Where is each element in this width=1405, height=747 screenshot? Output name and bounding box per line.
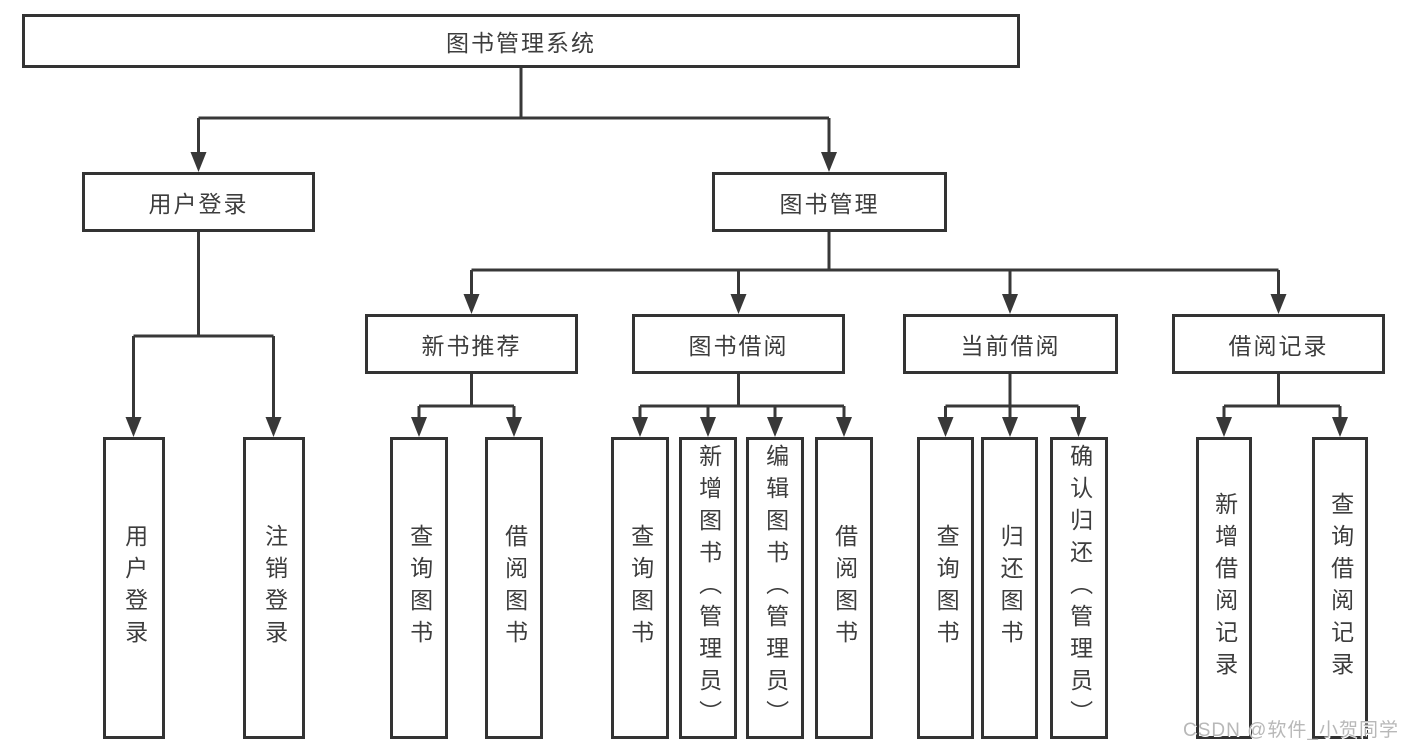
leaf-label: 借阅图书 [501, 524, 528, 652]
leaf-borrow-books-recommend: 借阅图书 [485, 437, 543, 739]
leaf-add-books-admin: 新增图书（管理员） [679, 437, 737, 739]
leaf-query-borrow-record: 查询借阅记录 [1312, 437, 1368, 739]
node-book-borrow: 图书借阅 [632, 314, 845, 374]
leaf-add-borrow-record: 新增借阅记录 [1196, 437, 1252, 739]
leaf-query-books-current: 查询图书 [917, 437, 974, 739]
leaf-label: 归还图书 [997, 524, 1024, 652]
node-book-management: 图书管理 [712, 172, 947, 232]
leaf-label: 查询借阅记录 [1327, 492, 1354, 684]
leaf-query-books-recommend: 查询图书 [390, 437, 448, 739]
leaf-borrow-books: 借阅图书 [815, 437, 873, 739]
leaf-label: 新增图书（管理员） [695, 444, 722, 732]
arrowheads [125, 152, 1348, 437]
leaf-label: 查询图书 [406, 524, 433, 652]
leaf-logout: 注销登录 [243, 437, 305, 739]
leaf-label: 用户登录 [121, 524, 148, 652]
leaf-return-books: 归还图书 [981, 437, 1038, 739]
leaf-label: 注销登录 [261, 524, 288, 652]
leaf-query-books-borrow: 查询图书 [611, 437, 669, 739]
leaf-label: 查询图书 [627, 524, 654, 652]
leaf-label: 查询图书 [933, 524, 960, 652]
node-user-login: 用户登录 [82, 172, 315, 232]
leaf-label: 借阅图书 [831, 524, 858, 652]
leaf-confirm-return-admin: 确认归还（管理员） [1050, 437, 1108, 739]
leaf-label: 编辑图书（管理员） [762, 444, 789, 732]
node-library-management-system: 图书管理系统 [22, 14, 1020, 68]
csdn-watermark: CSDN @软件_小贺同学 [1183, 720, 1399, 741]
leaf-user-login: 用户登录 [103, 437, 165, 739]
leaf-edit-books-admin: 编辑图书（管理员） [746, 437, 804, 739]
node-new-book-recommend: 新书推荐 [365, 314, 578, 374]
node-current-borrow: 当前借阅 [903, 314, 1118, 374]
leaf-label: 确认归还（管理员） [1066, 444, 1093, 732]
node-borrow-records: 借阅记录 [1172, 314, 1385, 374]
leaf-label: 新增借阅记录 [1211, 492, 1238, 684]
